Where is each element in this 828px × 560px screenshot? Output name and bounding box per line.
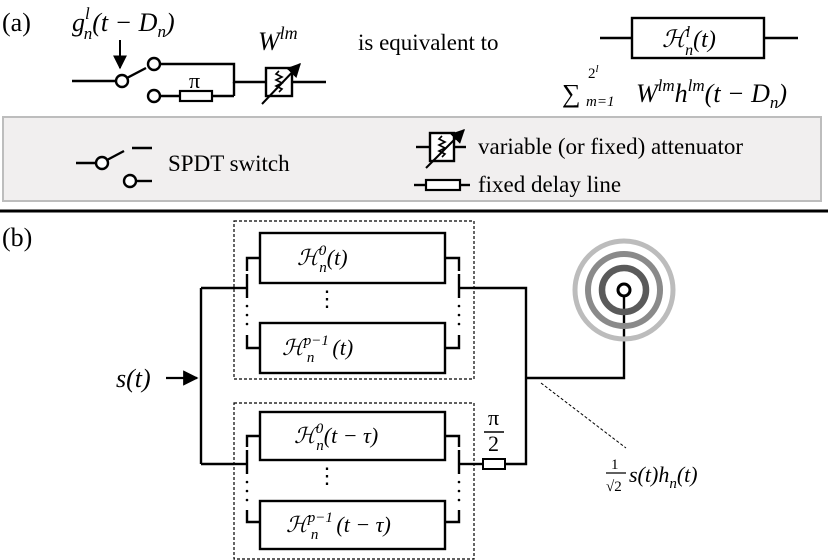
legend-attenuator-label: variable (or fixed) attenuator: [478, 134, 743, 159]
legend-spdt-label: SPDT switch: [168, 151, 290, 176]
upper-group-frame: [233, 220, 475, 380]
antenna: [572, 238, 676, 342]
lower-block-0: [258, 410, 447, 462]
legend-attenuator-symbol: [416, 129, 466, 169]
phase-label-a: π: [189, 68, 200, 93]
attenuator-a: [261, 62, 301, 105]
svg-text:1: 1: [611, 457, 619, 473]
legend-spdt-symbol: [76, 146, 152, 189]
upper-block-0: [258, 231, 447, 285]
svg-text:Wlmhlm(t − Dn): Wlmhlm(t − Dn): [636, 76, 787, 112]
legend-box: [2, 116, 822, 202]
svg-text:m=1: m=1: [586, 94, 614, 110]
upper-group-dots: [245, 304, 461, 326]
output-expression: 1 √2 s(t)hn(t): [606, 457, 698, 495]
phase-shift-numerator: π: [488, 405, 499, 430]
attenuator-label-a: Wlm: [258, 23, 298, 56]
svg-text:s(t)hn(t): s(t)hn(t): [629, 462, 698, 492]
lower-block-p-1: [258, 499, 447, 551]
panel-a-label: (a): [2, 8, 31, 37]
svg-text:2l: 2l: [588, 63, 599, 82]
svg-text:√2: √2: [606, 479, 622, 495]
panel-b-label: (b): [2, 223, 32, 252]
spdt-switch-a: [72, 56, 162, 104]
lower-ellipsis: ⋮: [316, 463, 338, 488]
upper-group-wiring: [234, 256, 474, 350]
upper-ellipsis: ⋮: [316, 286, 338, 311]
lower-group-wiring: [234, 434, 474, 524]
lower-group-dots: [245, 480, 461, 502]
output-pointer: [540, 382, 627, 449]
upper-block-p-1: [258, 321, 447, 375]
delay-line-a: [178, 89, 214, 103]
svg-text:∑: ∑: [562, 79, 581, 108]
equivalence-text: is equivalent to: [358, 30, 499, 55]
phase-shift-denominator: 2: [488, 431, 499, 456]
input-label: s(t): [116, 364, 151, 393]
sum-expression: ∑ 2l m=1 Wlmhlm(t − Dn): [562, 63, 787, 112]
legend-delay-label: fixed delay line: [478, 172, 621, 197]
switch-wiring-a: [160, 62, 326, 98]
lower-group-frame: [233, 402, 475, 560]
legend-delay-symbol: [414, 178, 470, 192]
phase-shift-delay: [482, 458, 506, 470]
